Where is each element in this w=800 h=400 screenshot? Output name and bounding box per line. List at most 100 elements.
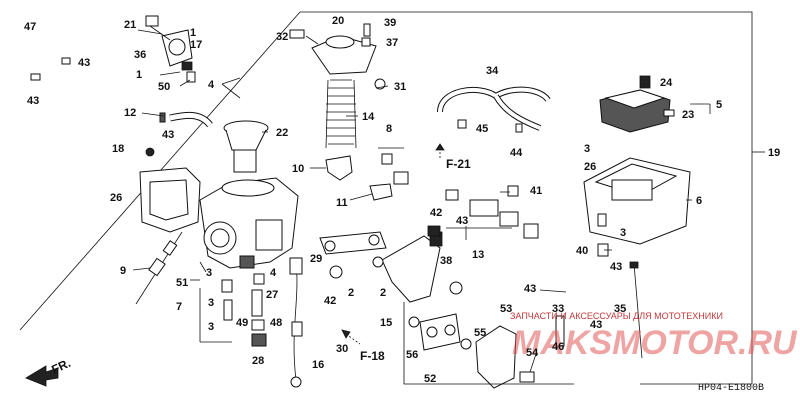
leader-lines [132, 29, 711, 373]
throttle-linkage [319, 231, 463, 303]
callout-label: 43 [27, 95, 39, 107]
callout-label: 42 [324, 295, 336, 307]
callout-label: 22 [276, 127, 288, 139]
chamber-cover-5 [599, 75, 675, 133]
callout-label: 55 [474, 327, 486, 339]
hose-47 [30, 38, 71, 81]
callout-label: 21 [124, 19, 136, 31]
ref-front: FR. [49, 356, 72, 377]
jet-assembly-9 [135, 231, 183, 305]
callout-label: 12 [124, 107, 136, 119]
diagram-code: HP04-E1800B [698, 383, 764, 394]
callout-label: 46 [552, 341, 564, 353]
callout-label: 11 [336, 197, 348, 209]
vacuum-piston-assembly [289, 23, 386, 181]
front-arrow-icon [25, 365, 59, 387]
watermark-brand: MAKSMOTOR.RU [512, 324, 798, 362]
callout-label: 23 [682, 109, 694, 121]
callout-label: 3 [208, 321, 214, 333]
callout-label: 40 [576, 245, 588, 257]
callout-label: 1 [190, 27, 196, 39]
spring-14 [325, 79, 357, 149]
callout-label: 3 [584, 143, 590, 155]
callout-label: 33 [552, 303, 564, 315]
callout-label: 4 [270, 267, 277, 279]
callout-label: 43 [524, 283, 536, 295]
carburetor-body [199, 177, 299, 269]
callout-label: 6 [696, 195, 702, 207]
cable-16 [289, 257, 303, 388]
callout-label: 26 [110, 192, 122, 204]
callout-label: 3 [206, 267, 212, 279]
callout-label: 16 [312, 359, 324, 371]
callout-label: 27 [266, 289, 278, 301]
callout-label: 56 [406, 349, 418, 361]
callout-label: 17 [190, 39, 202, 51]
callout-label: 36 [134, 49, 146, 61]
callout-label: 3 [208, 297, 214, 309]
callout-label: 45 [476, 123, 488, 135]
side-cover-26 [139, 147, 201, 233]
callout-label: 30 [336, 343, 348, 355]
hose-12 [159, 111, 213, 128]
callout-label: 18 [112, 143, 124, 155]
f21-arrow-icon [435, 143, 445, 160]
callout-label: 20 [332, 15, 344, 27]
callout-label: 47 [24, 21, 36, 33]
callout-labels: 47 21 1 36 17 43 43 1 50 4 12 43 22 18 2… [24, 15, 780, 385]
callout-label: 49 [236, 317, 248, 329]
callout-label: 19 [768, 147, 780, 159]
callout-label: 39 [384, 17, 396, 29]
callout-label: 10 [292, 163, 304, 175]
callout-label: 51 [176, 277, 188, 289]
accelerator-pump-13 [427, 185, 539, 239]
callout-label: 1 [136, 69, 142, 81]
callout-label: 31 [394, 81, 406, 93]
callout-label: 13 [472, 249, 484, 261]
callout-label: 43 [162, 129, 174, 141]
callout-label: 38 [440, 255, 452, 267]
callout-label: 43 [590, 319, 602, 331]
callout-label: 14 [362, 111, 375, 123]
callout-label: 35 [614, 303, 626, 315]
callout-label: 44 [510, 147, 523, 159]
callout-label: 15 [380, 317, 392, 329]
choke-cover-assembly [145, 15, 196, 83]
callout-label: 26 [584, 161, 596, 173]
callout-label: 53 [500, 303, 512, 315]
callout-label: 50 [158, 81, 170, 93]
watermark-caption: ЗАПЧАСТИ И АКСЕССУАРЫ ДЛЯ МОТОТЕХНИКИ [510, 311, 723, 321]
callout-label: 9 [120, 265, 126, 277]
callout-label: 2 [348, 287, 354, 299]
callout-label: 24 [660, 77, 673, 89]
callout-label: 43 [78, 57, 90, 69]
callout-label: 37 [386, 37, 398, 49]
callout-label: 43 [456, 215, 468, 227]
callout-label: 5 [716, 99, 722, 111]
callout-label: 4 [208, 79, 215, 91]
callout-label: 29 [310, 253, 322, 265]
callout-label: 3 [620, 227, 626, 239]
callout-label: 34 [486, 65, 499, 77]
float-chamber-6 [583, 157, 691, 257]
rod-35 [629, 261, 643, 359]
float-parts [199, 261, 267, 347]
callout-label: 2 [380, 287, 386, 299]
callout-label: 41 [530, 185, 542, 197]
callout-label: 48 [270, 317, 282, 329]
ref-f21: F-21 [446, 157, 471, 171]
callout-label: 28 [252, 355, 264, 367]
ref-f18: F-18 [360, 349, 385, 363]
f18-arrow-icon [341, 329, 361, 345]
lower-linkage-52 [403, 302, 574, 389]
callout-label: 8 [386, 123, 392, 135]
screw-set-8-11 [369, 147, 409, 201]
callout-label: 7 [176, 301, 182, 313]
vent-hoses-34 [437, 86, 551, 133]
callout-label: 42 [430, 207, 442, 219]
callout-label: 52 [424, 373, 436, 385]
callout-label: 43 [610, 261, 622, 273]
funnel-22 [223, 120, 269, 173]
callout-label: 32 [276, 31, 288, 43]
